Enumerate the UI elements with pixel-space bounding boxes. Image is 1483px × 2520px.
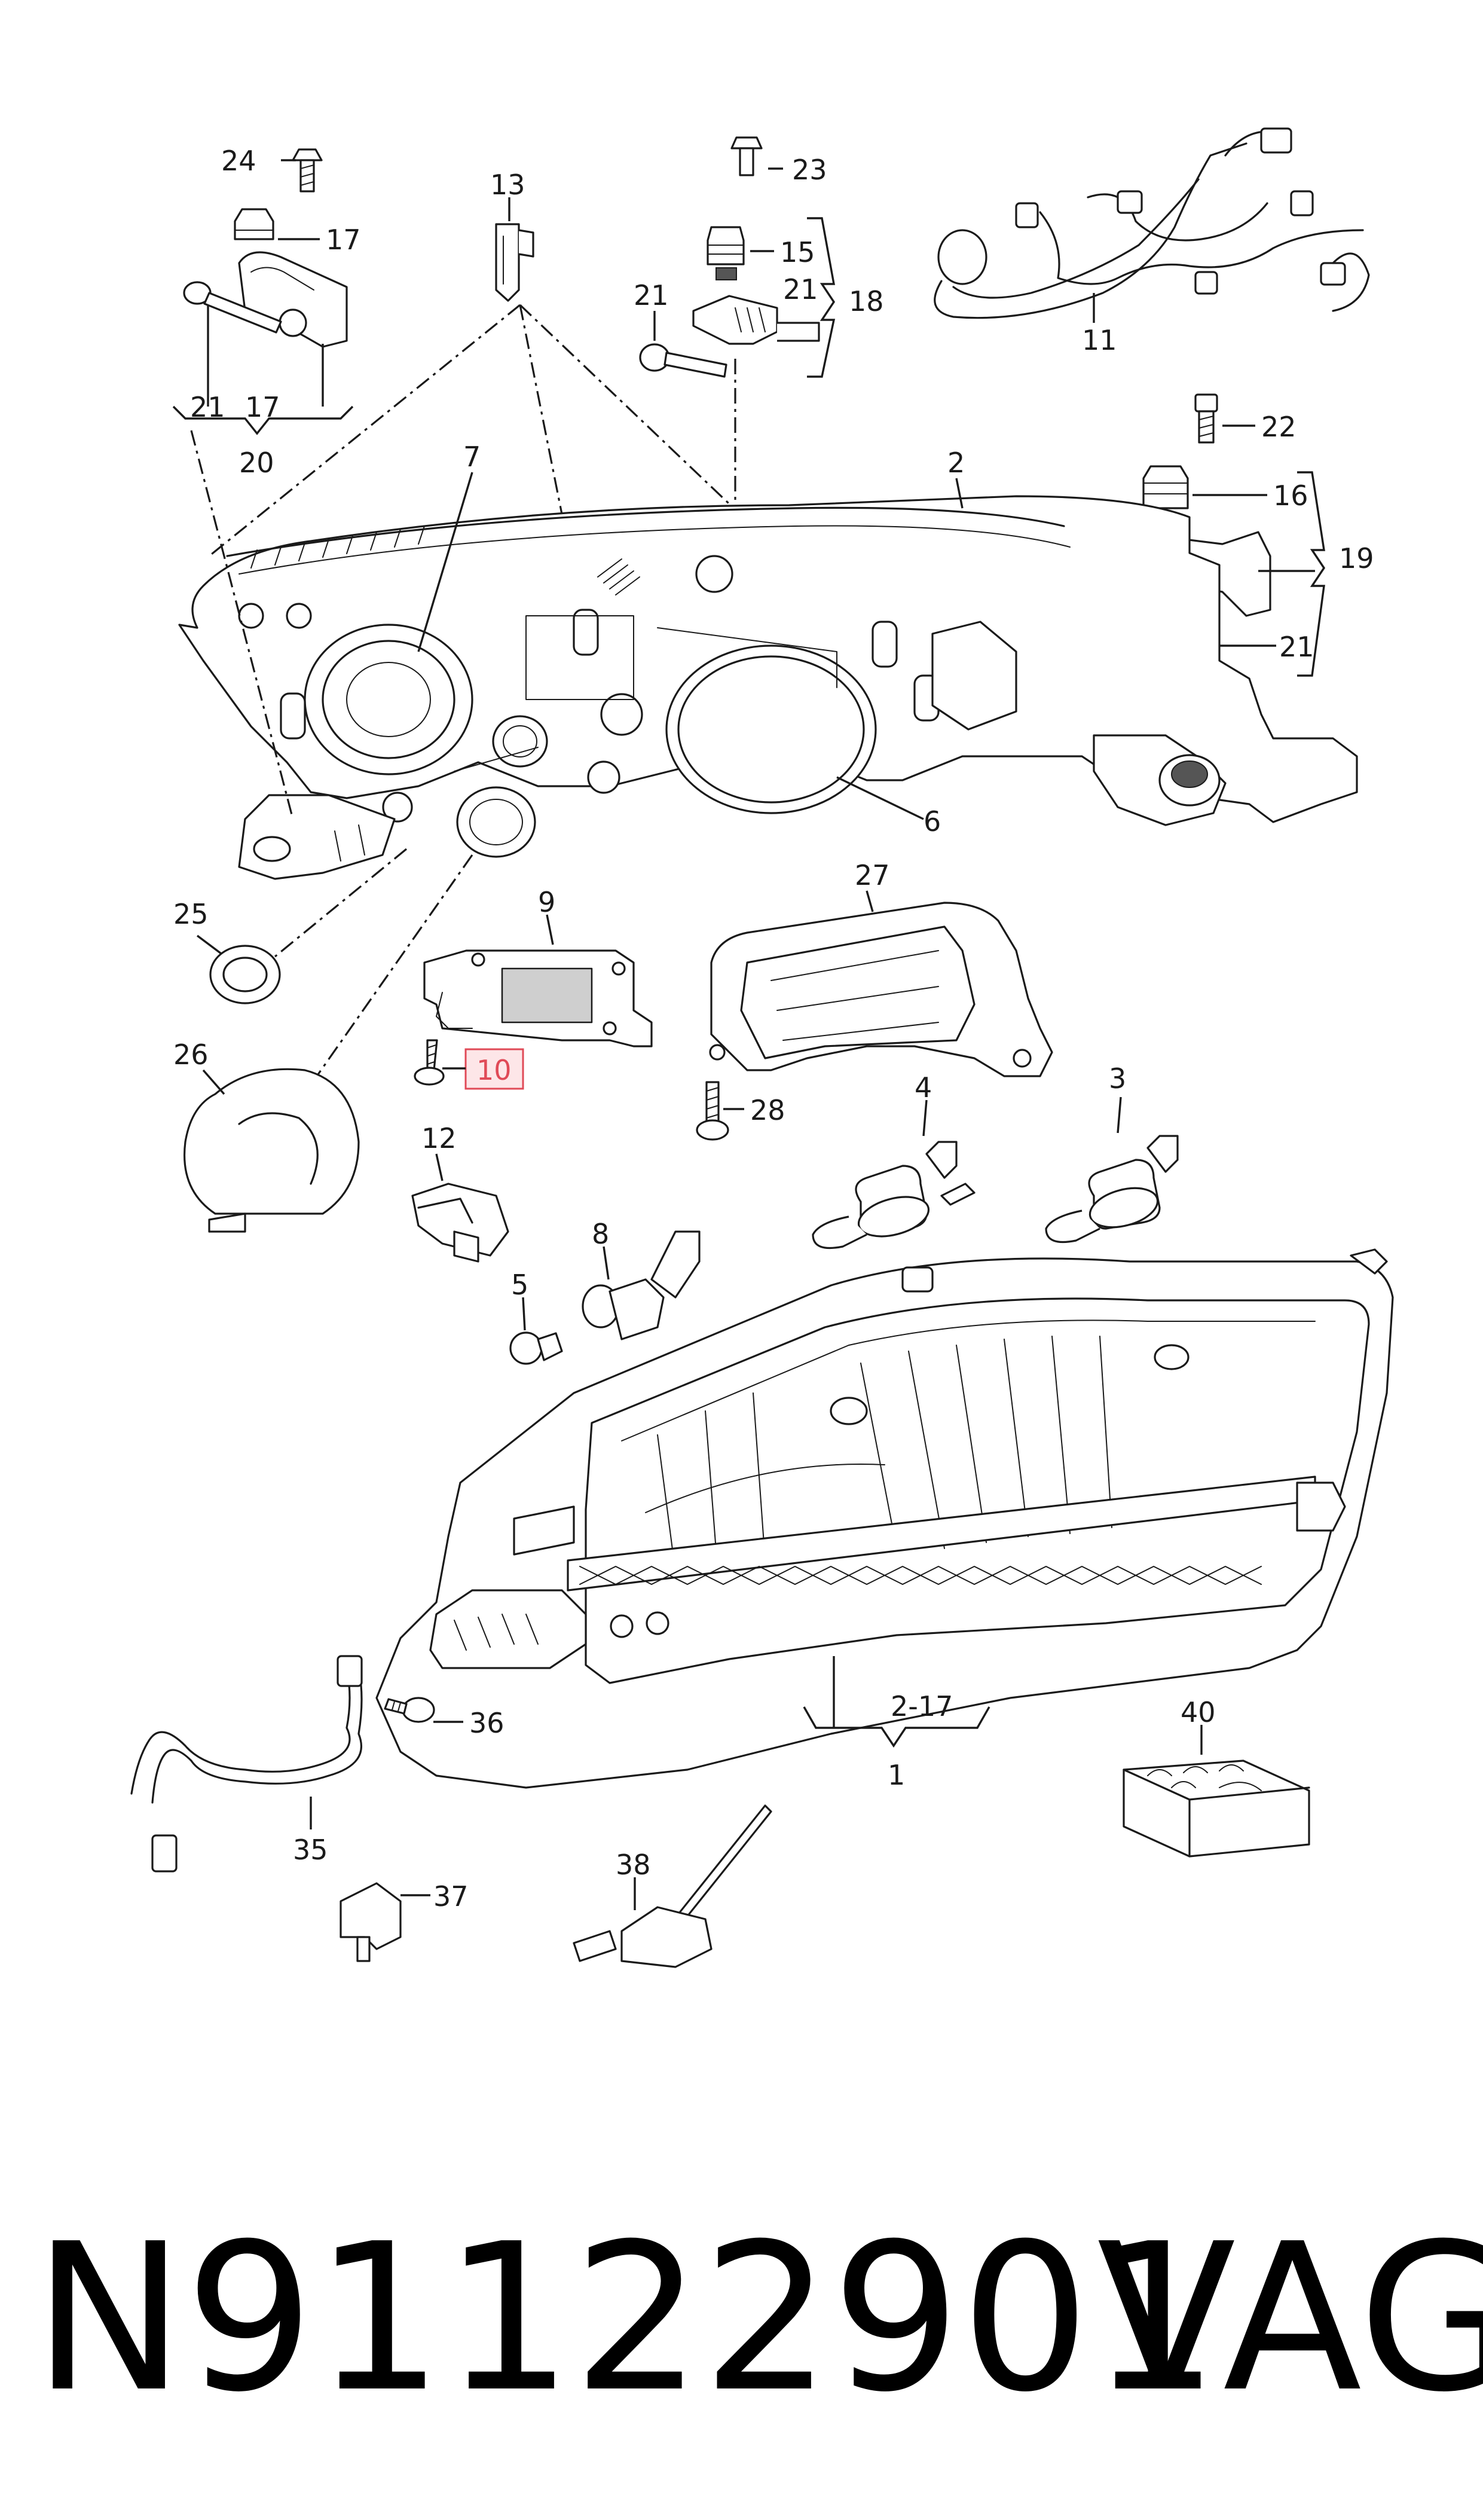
screw-10 [414, 1039, 445, 1086]
screw-23 [730, 136, 763, 176]
callout-2: 2 [947, 447, 965, 479]
callout-11: 11 [1082, 324, 1117, 356]
callout-23: 23 [792, 154, 827, 186]
callout-35: 35 [293, 1834, 328, 1866]
callout-21b: 21 [783, 273, 818, 306]
callout-10: 10 [476, 1054, 512, 1086]
bulb-3 [1045, 1135, 1179, 1244]
bulb-4 [812, 1141, 976, 1250]
callout-5: 5 [511, 1269, 528, 1301]
callout-2-17: 2-17 [891, 1690, 953, 1722]
screw-36 [384, 1697, 435, 1723]
bracket-37 [340, 1882, 402, 1962]
nut-16 [1142, 465, 1189, 509]
screw-22 [1194, 393, 1218, 444]
callout-21c: 21 [634, 279, 669, 311]
foam-block-40 [1123, 1760, 1310, 1858]
callout-40: 40 [1181, 1696, 1216, 1728]
grommet-25 [209, 945, 281, 1004]
cover-cap-26 [183, 1068, 360, 1233]
screw-21-middle [639, 343, 727, 378]
callout-28: 28 [750, 1094, 785, 1126]
callout-19: 19 [1339, 542, 1374, 575]
brand-caption: VAG [1097, 2200, 1483, 2437]
callout-21d: 21 [1279, 631, 1314, 663]
callout-27: 27 [855, 859, 890, 891]
part-number-caption: N91122901 [33, 2200, 1219, 2437]
callout-1: 1 [888, 1759, 905, 1791]
sensor-cable-35 [130, 1655, 363, 1873]
callout-15: 15 [780, 236, 815, 268]
callout-13: 13 [490, 169, 525, 201]
callout-3: 3 [1109, 1062, 1126, 1095]
callout-8: 8 [592, 1218, 609, 1250]
bracket-18 [692, 295, 820, 345]
clip-13 [495, 223, 534, 302]
screw-24 [292, 148, 323, 193]
callout-37: 37 [433, 1880, 469, 1913]
screw-21-left [183, 281, 282, 334]
headlight-assembly-1 [375, 1248, 1394, 1789]
callout-16: 16 [1273, 479, 1308, 512]
callout-6: 6 [924, 805, 941, 838]
callout-9: 9 [538, 886, 555, 918]
callout-12: 12 [421, 1122, 457, 1154]
callout-10-highlight-box [464, 1048, 524, 1090]
screw-28 [696, 1081, 729, 1141]
socket-12 [411, 1183, 509, 1263]
control-module-9 [423, 949, 653, 1047]
callout-18: 18 [849, 285, 884, 317]
nut-17 [234, 208, 274, 240]
socket-8 [582, 1230, 701, 1340]
nut-15 [707, 226, 745, 280]
callout-4: 4 [915, 1071, 932, 1104]
callout-22: 22 [1261, 411, 1297, 443]
callout-36: 36 [469, 1707, 504, 1739]
bracket-20 [238, 251, 348, 348]
callout-17a: 17 [326, 224, 361, 256]
callout-20: 20 [239, 447, 274, 479]
cable-tie-38 [573, 1804, 772, 1968]
callout-38: 38 [616, 1849, 651, 1881]
wiring-harness-11 [934, 127, 1370, 319]
headlight-housing-2 [178, 495, 1358, 880]
callout-25: 25 [173, 898, 209, 930]
callout-7: 7 [463, 441, 481, 473]
callout-26: 26 [173, 1038, 209, 1071]
cover-plate-27 [709, 902, 1053, 1077]
callout-24: 24 [221, 145, 256, 177]
bulb-5 [509, 1331, 563, 1365]
